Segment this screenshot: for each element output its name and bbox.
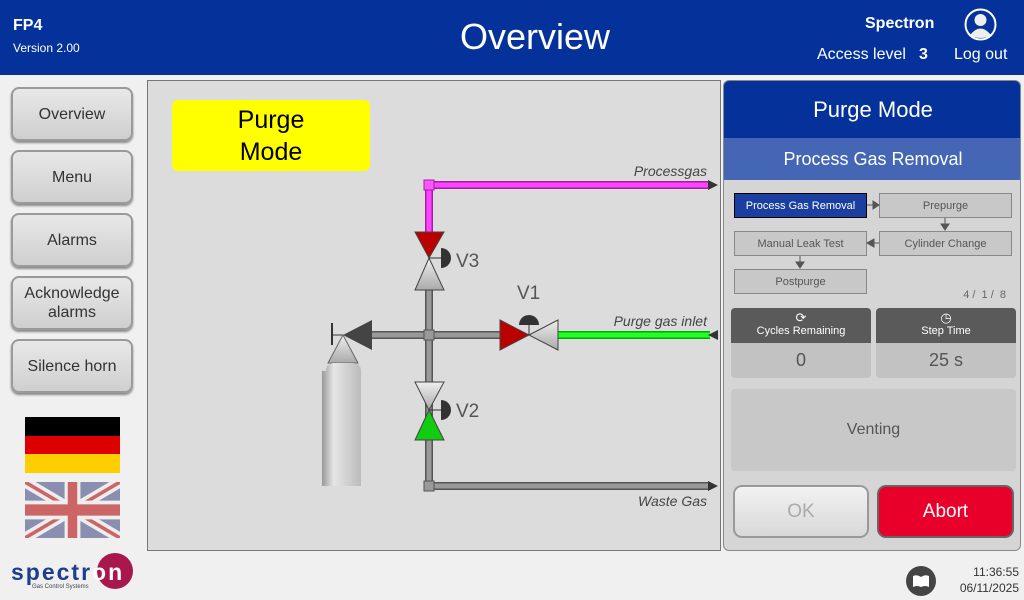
ok-button[interactable]: OK bbox=[733, 485, 869, 538]
step-time-value: 25 s bbox=[928, 350, 964, 370]
panel-title: Purge Mode bbox=[724, 81, 1020, 138]
clock-icon: ◷ bbox=[940, 310, 952, 325]
cycles-value: 0 bbox=[795, 350, 806, 370]
cycles-label: Cycles Remaining bbox=[756, 325, 846, 337]
v1-label: V1 bbox=[517, 283, 541, 304]
mode-badge: Purge Mode bbox=[172, 100, 370, 171]
step-counter: 4 / 1 / 8 bbox=[963, 289, 1006, 301]
header: FP4 Version 2.00 Overview Spectron Acces… bbox=[0, 0, 1024, 75]
step-manual-leak-test: Manual Leak Test bbox=[734, 231, 867, 256]
nav-silence-horn[interactable]: Silence horn bbox=[11, 339, 133, 393]
flag-german[interactable] bbox=[25, 417, 120, 473]
status-text: Venting bbox=[731, 389, 1016, 471]
logout-button[interactable]: Log out bbox=[954, 46, 1008, 63]
waste-gas-label: Waste Gas bbox=[638, 493, 707, 509]
nav-alarms[interactable]: Alarms bbox=[11, 213, 133, 267]
nav-menu[interactable]: Menu bbox=[11, 150, 133, 204]
flag-uk[interactable] bbox=[22, 476, 123, 544]
gas-cylinder bbox=[322, 363, 361, 486]
spectron-logo: spectron Gas Control Systems bbox=[11, 553, 136, 595]
access-level: 3 bbox=[919, 46, 928, 63]
app-name: FP4 bbox=[13, 17, 43, 34]
step-cylinder-change: Cylinder Change bbox=[879, 231, 1012, 256]
valve-v1 bbox=[499, 315, 559, 351]
refresh-icon: ⟳ bbox=[795, 310, 807, 325]
cylinder-valve bbox=[327, 320, 372, 364]
user-name: Spectron bbox=[865, 15, 935, 32]
purge-inlet-label: Purge gas inlet bbox=[613, 313, 707, 329]
cycles-remaining-card: ⟳Cycles Remaining 0 bbox=[731, 308, 871, 378]
abort-button[interactable]: Abort bbox=[877, 485, 1014, 538]
access-level-label: Access level bbox=[817, 46, 906, 63]
clock: 11:36:55 06/11/2025 bbox=[960, 564, 1019, 596]
process-diagram: Purge Mode Processgas Purge gas inlet Wa… bbox=[147, 80, 721, 551]
step-time-card: ◷Step Time 25 s bbox=[876, 308, 1016, 378]
valve-v2 bbox=[414, 381, 451, 441]
grey-pipes bbox=[372, 290, 718, 492]
valve-v3 bbox=[414, 231, 451, 291]
step-time-label: Step Time bbox=[921, 325, 971, 337]
panel-subtitle: Process Gas Removal bbox=[724, 138, 1020, 180]
date: 06/11/2025 bbox=[959, 581, 1019, 595]
step-prepurge: Prepurge bbox=[879, 193, 1012, 218]
nav-acknowledge-alarms[interactable]: Acknowledge alarms bbox=[11, 276, 133, 330]
version: Version 2.00 bbox=[13, 41, 80, 55]
v3-label: V3 bbox=[456, 251, 480, 272]
v2-label: V2 bbox=[456, 401, 480, 422]
time: 11:36:55 bbox=[973, 565, 1019, 579]
processgas-label: Processgas bbox=[633, 163, 707, 179]
user-icon[interactable] bbox=[964, 8, 997, 41]
page-title: Overview bbox=[459, 16, 611, 57]
nav-overview[interactable]: Overview bbox=[11, 87, 133, 141]
step-arrows bbox=[795, 200, 950, 269]
manual-book-icon[interactable] bbox=[906, 566, 936, 596]
purge-inlet-pipe bbox=[558, 330, 718, 340]
processgas-pipe bbox=[423, 179, 718, 232]
purge-panel: Purge Mode Process Gas Removal Process G… bbox=[723, 80, 1021, 551]
piping-schematic bbox=[322, 179, 718, 492]
step-process-gas-removal: Process Gas Removal bbox=[734, 193, 867, 218]
step-postpurge: Postpurge bbox=[734, 269, 867, 294]
